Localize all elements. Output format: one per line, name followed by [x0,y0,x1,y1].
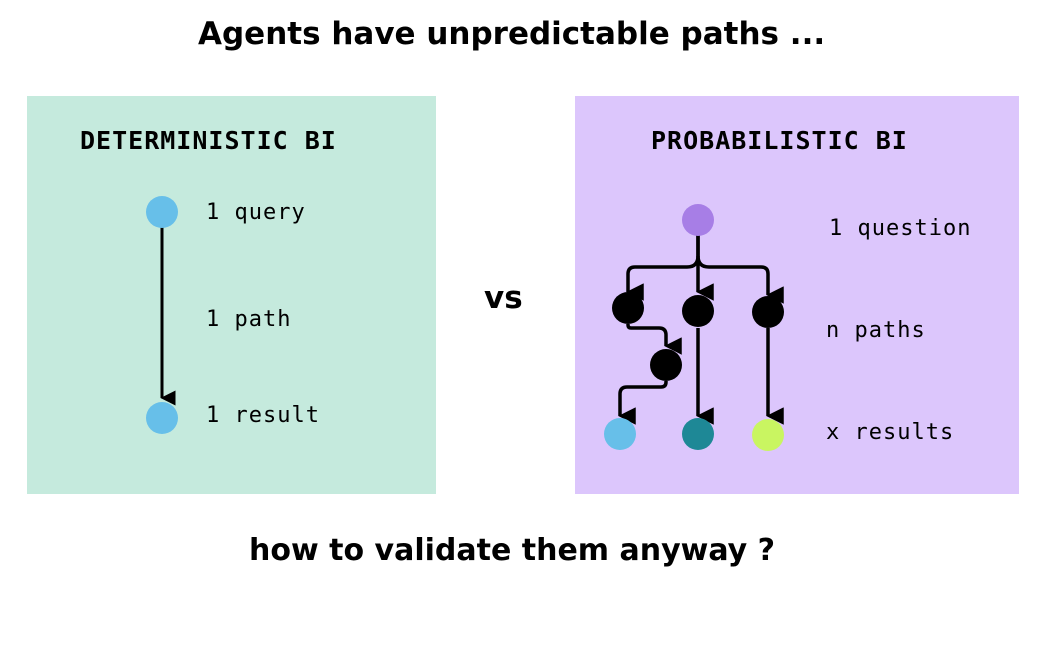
probabilistic-heading: PROBABILISTIC BI [651,126,908,155]
path-node-4 [650,349,682,381]
paths-label: n paths [826,318,926,343]
branch-arrow-left [626,234,700,301]
result-arrow-left [618,380,668,425]
path-label: 1 path [206,307,292,332]
footer-question: how to validate them anyway ? [249,533,776,568]
result-node [146,402,178,434]
result-node-3 [752,419,784,451]
path-node-3 [752,296,784,328]
branch-arrow-right [696,255,784,304]
query-node [146,196,178,228]
deterministic-flow-diagram [146,196,178,434]
path-node-1 [612,292,644,324]
path-node-2 [682,295,714,327]
probabilistic-flow-diagram [604,204,784,451]
question-node [682,204,714,236]
probabilistic-panel: PROBABILISTIC BI 1 question n paths x re… [575,96,1019,494]
results-label: x results [826,420,955,445]
page-title: Agents have unpredictable paths ... [198,16,826,52]
question-label: 1 question [829,216,972,241]
query-label: 1 query [206,200,306,225]
result-label: 1 result [206,403,320,428]
result-node-1 [604,418,636,450]
vs-label: vs [484,280,523,316]
step-arrow [626,323,682,355]
result-node-2 [682,418,714,450]
deterministic-panel: DETERMINISTIC BI 1 query 1 path 1 result [27,96,436,494]
deterministic-heading: DETERMINISTIC BI [80,126,337,155]
